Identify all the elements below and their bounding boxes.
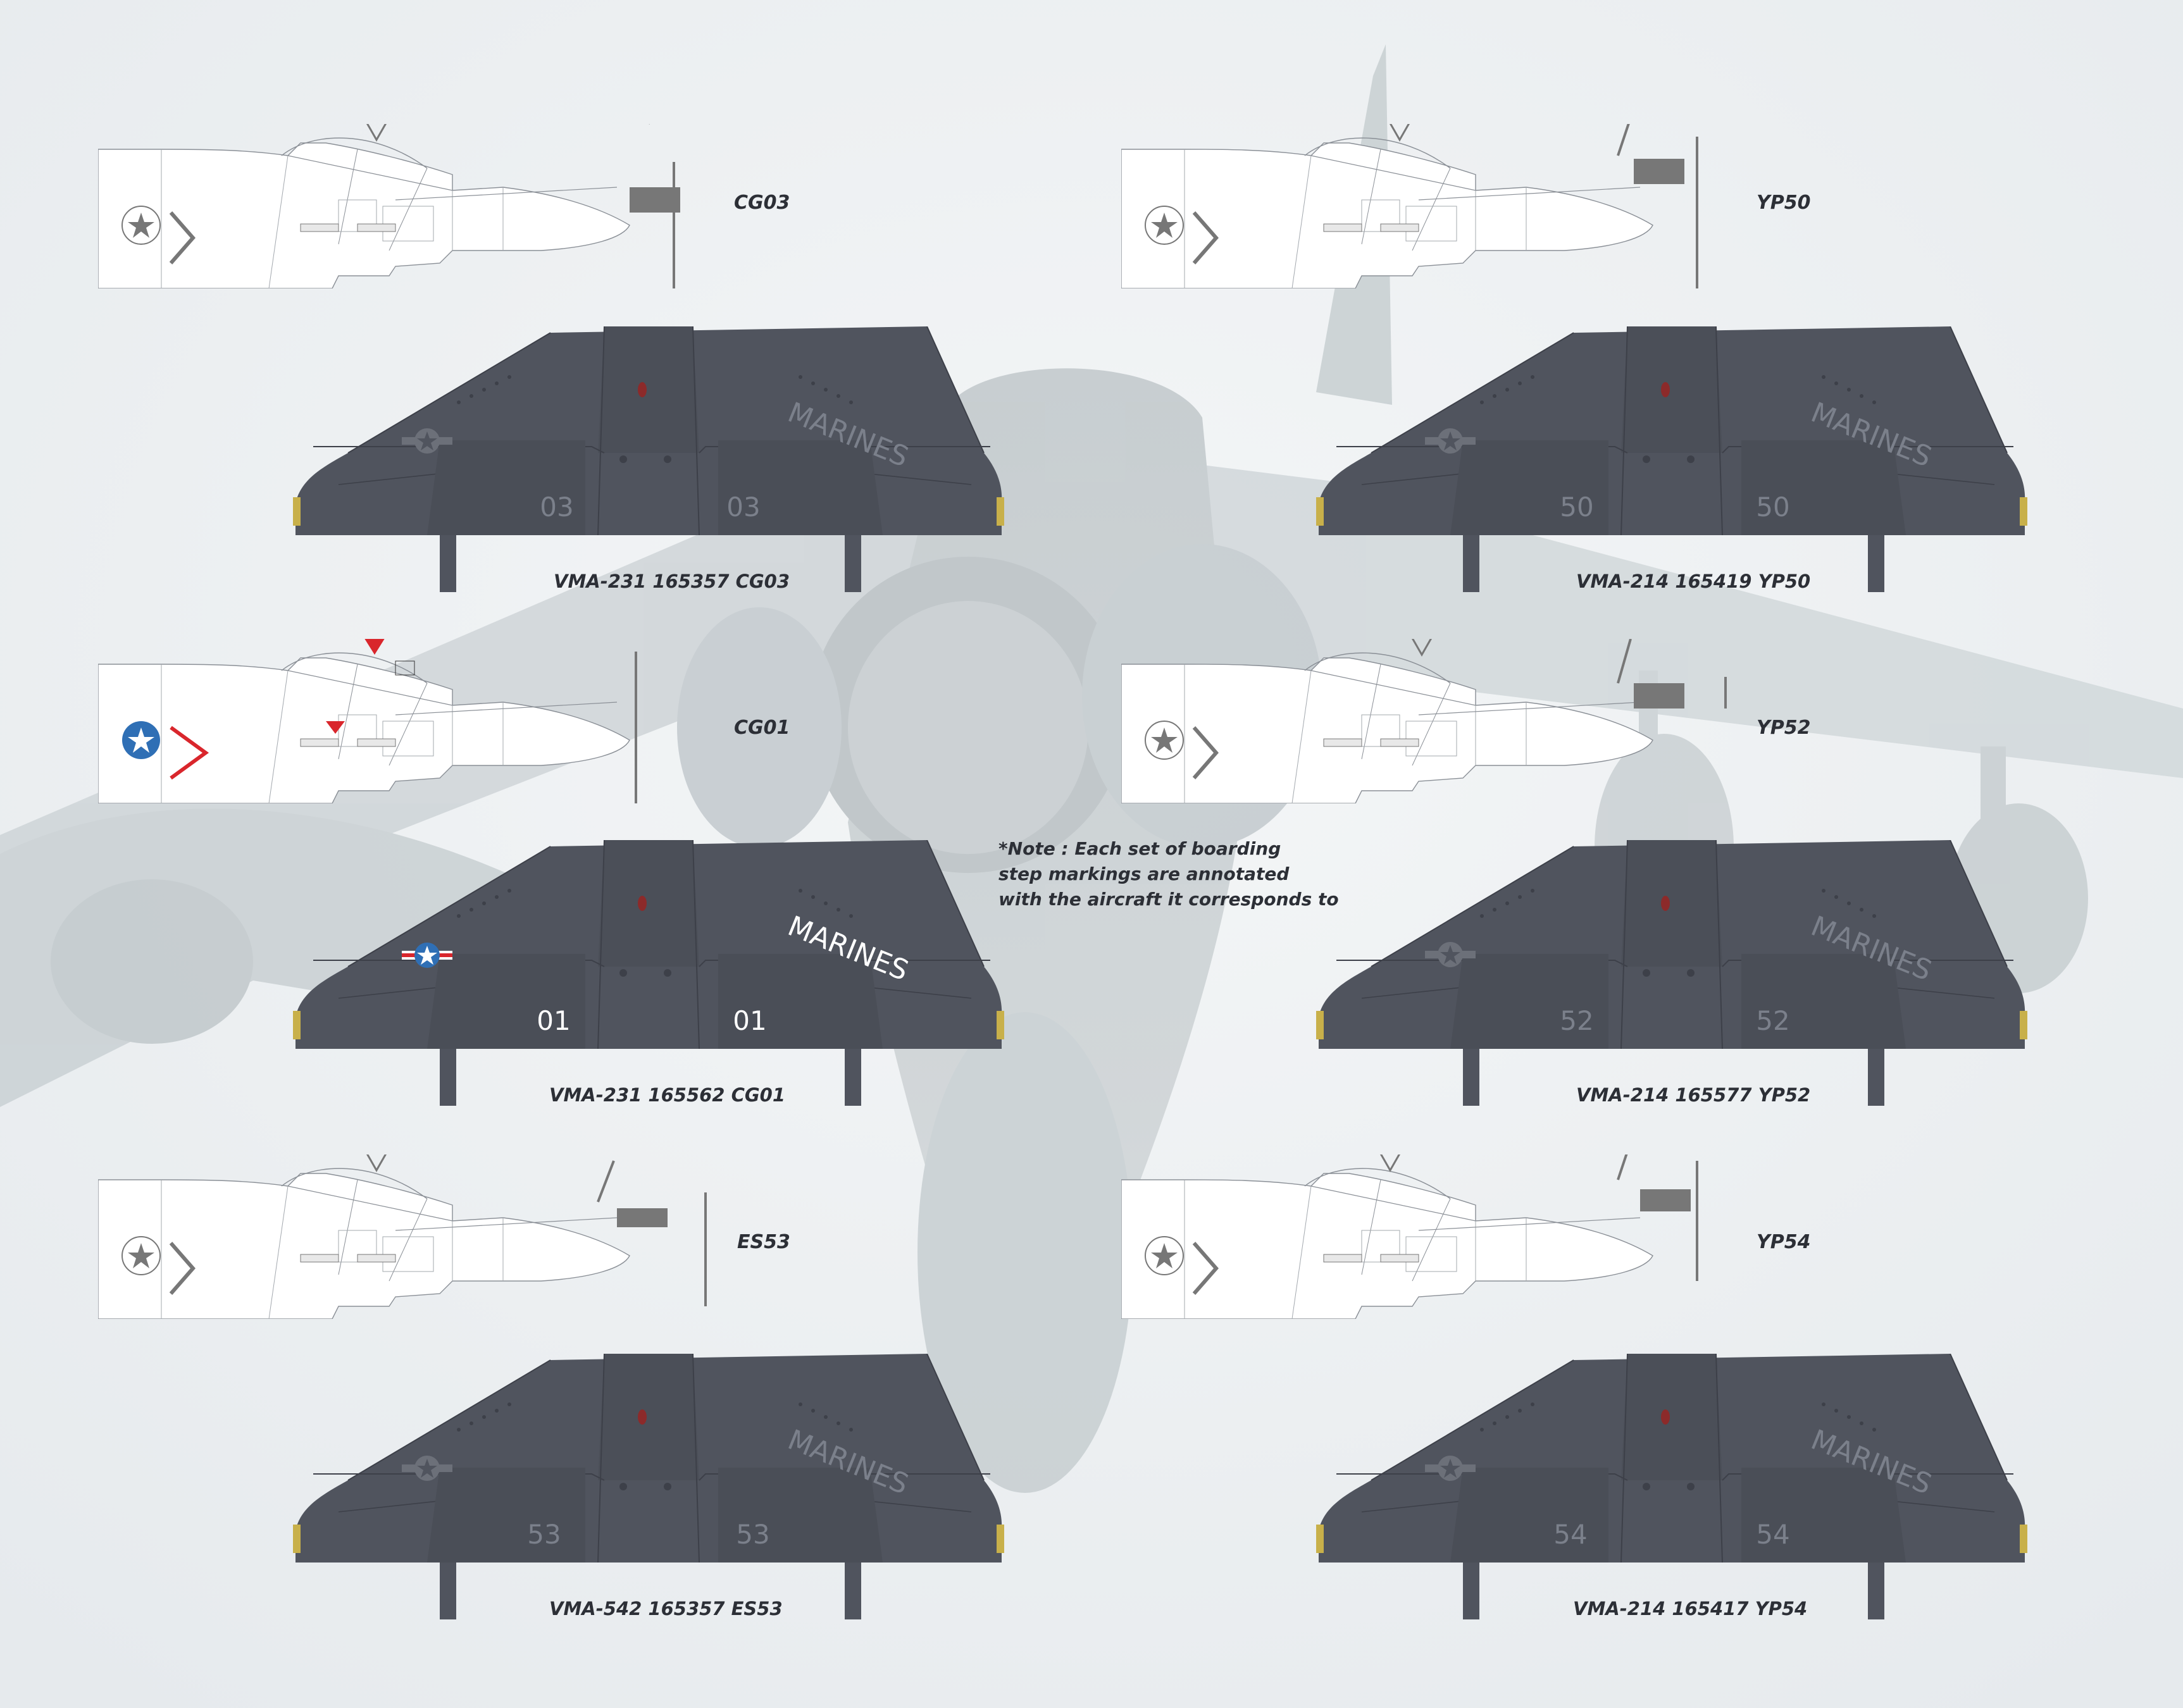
star-icon <box>1151 727 1178 753</box>
variant-code: ES53 <box>737 1231 790 1253</box>
variant-caption: VMA-542 165357 ES53 <box>549 1598 783 1619</box>
wing-number-left: 53 <box>527 1519 561 1550</box>
wing-number-right: 54 <box>1756 1519 1789 1550</box>
wing-number-left: 50 <box>1560 492 1593 523</box>
note-line: *Note : Each set of boarding <box>998 838 1281 859</box>
boarding-step-note: *Note : Each set of boarding step markin… <box>998 836 1403 912</box>
profile-diagram-cg03 <box>98 124 680 288</box>
variant-caption: VMA-214 165419 YP50 <box>1576 571 1811 592</box>
profile-diagram-cg01 <box>98 639 637 803</box>
wing-number-left: 01 <box>537 1005 570 1036</box>
variant-caption: VMA-231 165357 CG03 <box>554 571 790 592</box>
insignia-icon <box>1425 1456 1476 1481</box>
insignia-icon <box>402 428 452 454</box>
warning-triangle-icon <box>1411 639 1433 657</box>
wing-number-right: 52 <box>1756 1005 1789 1036</box>
wing-diagram-yp50: MARINES 50 50 <box>1315 326 2028 592</box>
wing-number-right: 50 <box>1756 492 1789 523</box>
insignia-icon <box>402 943 452 968</box>
star-icon <box>128 727 154 753</box>
profile-diagram-yp54 <box>1121 1154 1698 1319</box>
note-line: with the aircraft it corresponds to <box>998 889 1339 910</box>
variant-caption: VMA-214 165577 YP52 <box>1576 1084 1811 1106</box>
warning-triangle-icon <box>364 639 385 655</box>
wing-number-right: 01 <box>733 1005 766 1036</box>
wing-number-right: 53 <box>736 1519 769 1550</box>
wing-diagram-cg03: MARINES 03 03 <box>292 326 1005 592</box>
wing-diagram-yp54: MARINES 54 54 <box>1315 1354 2028 1619</box>
variant-code: YP50 <box>1757 192 1811 214</box>
insignia-icon <box>1425 428 1476 454</box>
wing-number-left: 03 <box>540 492 573 523</box>
variant-code: YP54 <box>1757 1231 1811 1253</box>
variant-code: YP52 <box>1757 717 1811 739</box>
wing-diagram-es53: MARINES 53 53 <box>292 1354 1005 1619</box>
star-icon <box>128 213 154 238</box>
wing-number-left: 54 <box>1553 1519 1587 1550</box>
note-line: step markings are annotated <box>998 863 1290 884</box>
variant-caption: VMA-231 165562 CG01 <box>549 1084 786 1106</box>
insignia-icon <box>1425 942 1476 967</box>
warning-triangle-icon <box>366 1154 387 1173</box>
profile-diagram-es53 <box>98 1154 707 1319</box>
star-icon <box>128 1243 154 1268</box>
insignia-icon <box>402 1456 452 1481</box>
warning-triangle-icon <box>1379 1154 1401 1173</box>
star-icon <box>1151 213 1178 238</box>
variant-caption: VMA-214 165417 YP54 <box>1573 1598 1808 1619</box>
warning-triangle-icon <box>366 124 387 142</box>
warning-triangle-icon <box>1389 124 1410 142</box>
profile-diagram-yp50 <box>1121 124 1698 288</box>
wing-number-right: 03 <box>726 492 760 523</box>
variant-code: CG03 <box>734 192 790 214</box>
variant-code: CG01 <box>734 717 790 739</box>
wing-diagram-cg01: MARINES 01 01 <box>292 840 1005 1106</box>
profile-diagram-yp52 <box>1121 639 1727 803</box>
star-icon <box>1151 1243 1178 1268</box>
wing-diagram-yp52: MARINES 52 52 <box>1315 840 2028 1106</box>
wing-number-left: 52 <box>1560 1005 1593 1036</box>
